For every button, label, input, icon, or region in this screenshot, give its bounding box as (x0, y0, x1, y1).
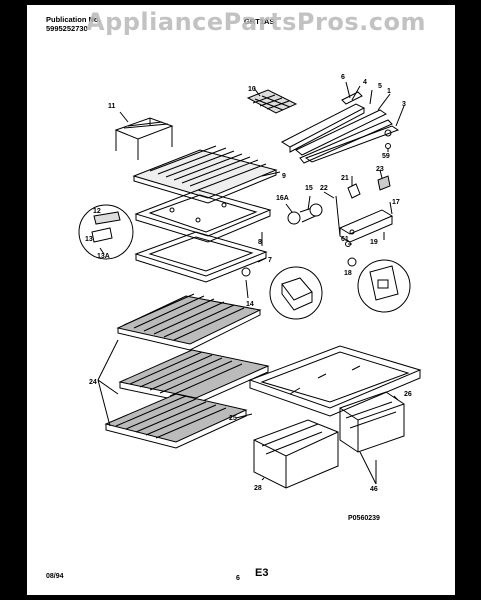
watermark-text: AppliancePartsPros.com (86, 8, 426, 36)
callout-61: 61 (341, 236, 349, 243)
crisper-drawer-right (339, 391, 405, 453)
callout-16a: 16A (276, 195, 289, 202)
footer-page-number: 6 (236, 575, 240, 582)
shelf-bracket (114, 117, 174, 160)
crisper-drawer-left (253, 419, 339, 489)
shelf-bottom (134, 231, 268, 283)
publication-label: Publication No. (46, 15, 101, 24)
callout-4: 4 (363, 79, 367, 86)
callout-12: 12 (93, 208, 101, 215)
model-number: GRT1AS (244, 17, 275, 26)
control-detail (357, 259, 411, 313)
callout-7: 7 (268, 257, 272, 264)
callout-21: 21 (341, 175, 349, 182)
callout-3: 3 (402, 101, 406, 108)
callout-15: 15 (305, 185, 313, 192)
callout-17: 17 (392, 199, 400, 206)
callout-11: 11 (108, 103, 116, 110)
callout-22: 22 (320, 185, 328, 192)
wire-shelf-1 (116, 293, 262, 351)
callout-13: 13 (85, 236, 93, 243)
diagram-sheet (27, 5, 455, 595)
callout-14: 14 (246, 301, 254, 308)
light-socket (287, 203, 323, 225)
callout-28: 28 (254, 485, 262, 492)
callout-5: 5 (378, 83, 382, 90)
egg-tray (246, 89, 298, 114)
callout-10: 10 (248, 86, 256, 93)
crisper-cover (248, 345, 422, 417)
callout-19: 19 (370, 239, 378, 246)
socket-detail (269, 266, 323, 320)
glass-shelf (132, 145, 278, 204)
wire-shelf-2 (118, 349, 270, 405)
callout-25: 25 (229, 415, 237, 422)
callout-9: 9 (282, 173, 286, 180)
diagram-code: P0560239 (348, 515, 380, 522)
bulb-base (347, 257, 357, 267)
shelf-frame (134, 189, 272, 243)
callout-8: 8 (258, 239, 262, 246)
footer-date: 08/94 (46, 573, 64, 580)
callout-6: 6 (341, 74, 345, 81)
callout-18: 18 (344, 270, 352, 277)
callout-26: 26 (404, 391, 412, 398)
callout-23: 23 (376, 166, 384, 173)
callout-1: 1 (387, 88, 391, 95)
publication-number: 5995252730 (46, 24, 88, 33)
crisper-rails (280, 91, 393, 164)
bracket-detail (78, 204, 134, 260)
clip (241, 267, 251, 277)
callout-24: 24 (89, 379, 97, 386)
callout-labels: 11 10 6 4 5 1 3 9 59 23 21 15 16A 22 17 … (85, 74, 412, 522)
callout-59: 59 (382, 153, 390, 160)
callout-13a: 13A (97, 253, 110, 260)
callout-46: 46 (370, 486, 378, 493)
switch-assembly (347, 175, 391, 199)
wire-shelf-3 (104, 393, 248, 449)
wire (335, 195, 341, 237)
footer-section: E3 (255, 567, 269, 579)
